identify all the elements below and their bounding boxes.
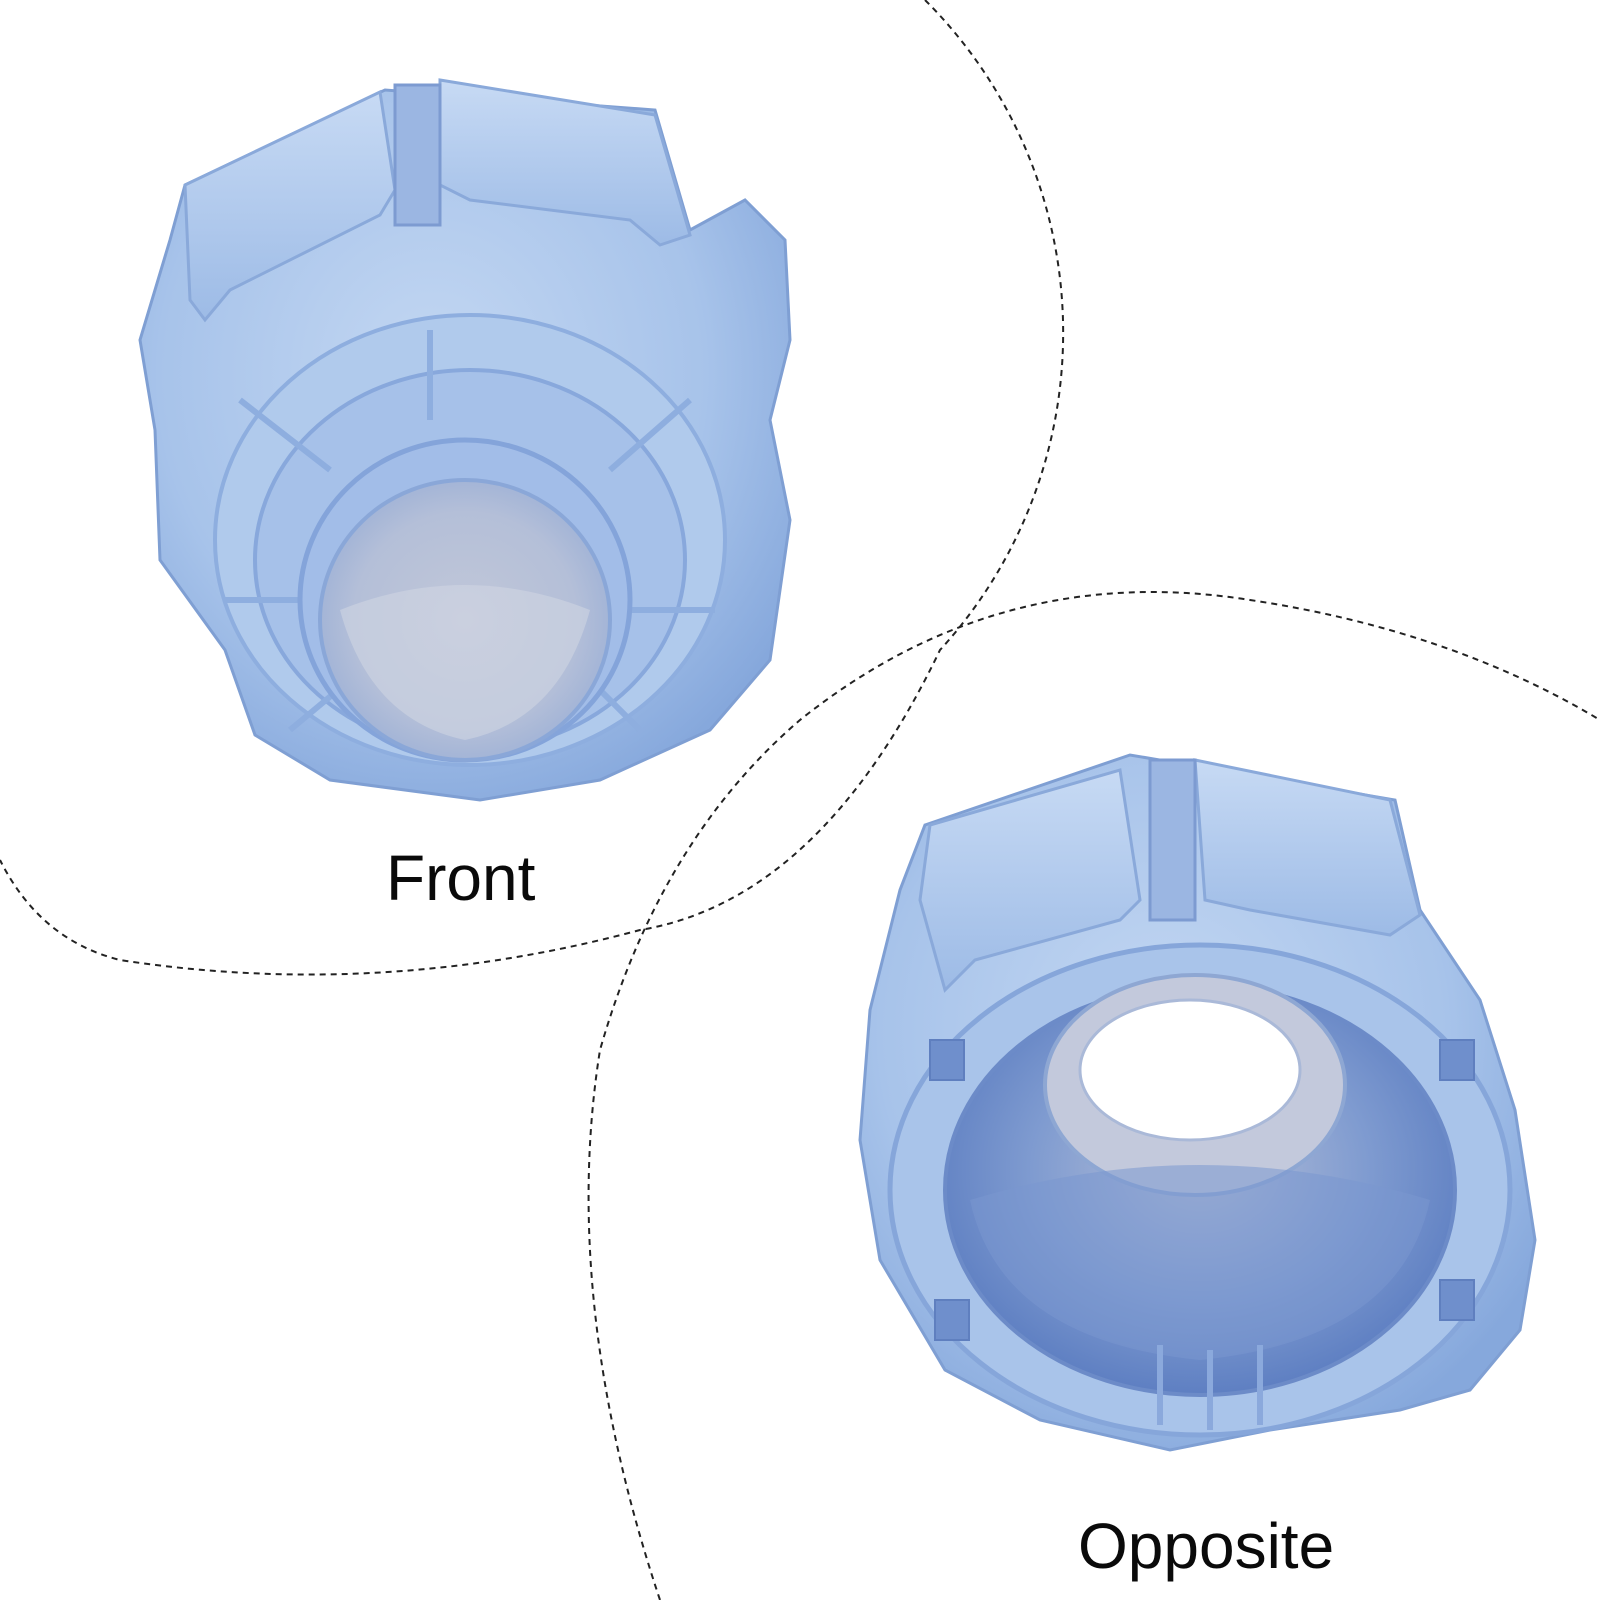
opposite-inner-tube-bore — [1078, 998, 1302, 1142]
front-top-flap-right — [438, 78, 692, 247]
front-top-slot — [393, 83, 442, 227]
opposite-rim-notches — [929, 1039, 1475, 1341]
front-hub-shadow — [340, 585, 590, 740]
opposite-top-slot — [1148, 758, 1197, 922]
opposite-top-flap-left — [918, 768, 1142, 993]
opposite-top-flap-right — [1193, 758, 1422, 937]
front-top-flap-left — [183, 89, 397, 323]
divider-arc-opposite — [587, 591, 1600, 1600]
divider-arc-front — [0, 0, 1065, 976]
roll-adapter-front-image — [138, 78, 792, 802]
opposite-cavity-shadow — [970, 1165, 1430, 1360]
roll-adapter-back-image — [858, 753, 1537, 1452]
front-label: Front — [386, 842, 536, 914]
opposite-label: Opposite — [1078, 1510, 1335, 1582]
opposite-bottom-ribs — [1157, 1345, 1263, 1430]
